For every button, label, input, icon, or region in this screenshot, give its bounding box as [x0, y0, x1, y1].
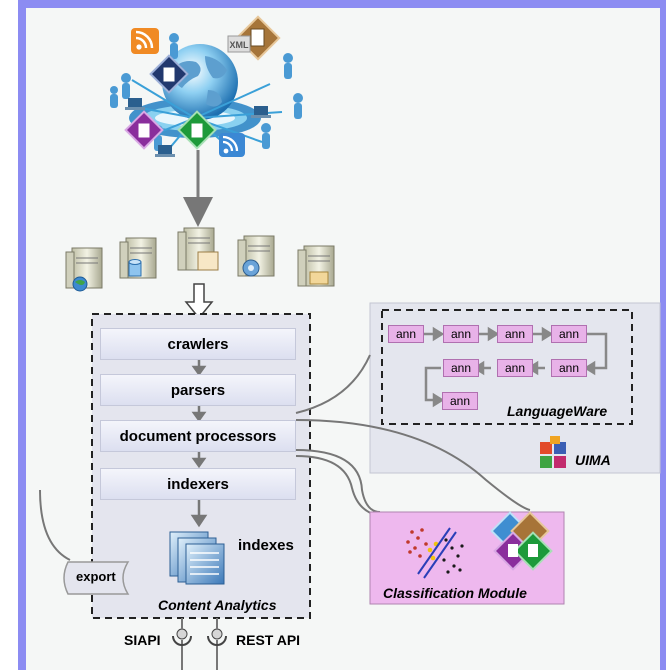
- ann-box: ann: [551, 325, 587, 343]
- languageware-label: LanguageWare: [507, 403, 608, 419]
- languageware-container: [381, 309, 633, 425]
- stage-indexers: indexers: [100, 468, 296, 500]
- user-figures-icon: [110, 33, 303, 151]
- server-icon-web: [237, 235, 275, 277]
- export-connector: [39, 489, 71, 561]
- hollow-down-arrow: [184, 283, 214, 320]
- indexes-label: indexes: [238, 537, 294, 554]
- ann-box: ann: [497, 325, 533, 343]
- content-analytics-label: Content Analytics: [158, 597, 277, 613]
- stage-document-processors: document processors: [100, 420, 296, 452]
- indexes-icon: [169, 531, 225, 585]
- rss-feed-icon-blue: [219, 133, 245, 157]
- ann-box: ann: [443, 359, 479, 377]
- svg-text:XML: XML: [230, 40, 250, 50]
- document-diamond-icon-green: [177, 110, 217, 150]
- stage-parsers: parsers: [100, 374, 296, 406]
- uima-label: UIMA: [575, 452, 611, 468]
- laptop-icons: [125, 98, 271, 157]
- rss-feed-icon: [131, 28, 159, 54]
- ann-box: ann: [442, 392, 478, 410]
- server-icon-database: [119, 237, 157, 279]
- panel-connectors: [295, 354, 531, 517]
- ann-flow-arrows: [424, 326, 608, 408]
- server-icon-globe: [65, 247, 103, 292]
- classification-module-label: Classification Module: [383, 585, 527, 601]
- export-tab-shape: [63, 561, 130, 595]
- ann-box: ann: [443, 325, 479, 343]
- ann-box: ann: [551, 359, 587, 377]
- pipeline-arrows: [190, 360, 208, 528]
- uima-logo: [540, 436, 566, 468]
- classification-documents-icon: [490, 511, 553, 571]
- document-diamond-icon-purple: [124, 110, 164, 150]
- export-label: export: [76, 569, 116, 584]
- server-icon-folder: [297, 245, 335, 287]
- server-icon-documents: [177, 227, 219, 271]
- api-connectors: [172, 618, 227, 670]
- siapi-label: SIAPI: [124, 632, 161, 648]
- ann-box: ann: [497, 359, 533, 377]
- stage-crawlers: crawlers: [100, 328, 296, 360]
- classification-scatter-icon: [406, 527, 464, 579]
- rest-api-label: REST API: [236, 632, 301, 648]
- xml-file-icon: XML: [227, 35, 251, 53]
- document-diamond-icon-navy: [149, 54, 189, 94]
- ann-box: ann: [388, 325, 424, 343]
